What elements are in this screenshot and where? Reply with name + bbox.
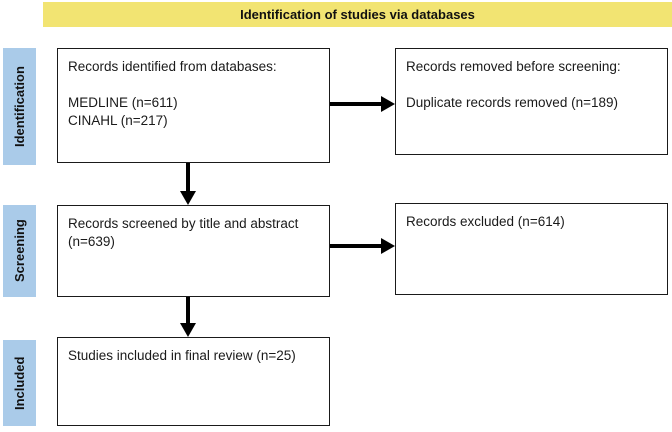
arrow-down-icon (180, 191, 196, 205)
diagram-title: Identification of studies via databases (240, 7, 475, 22)
arrow-identified-to-removed-line (330, 102, 382, 106)
diagram-title-banner: Identification of studies via databases (43, 2, 672, 27)
stage-label-identification: Identification (3, 48, 36, 165)
box-text-line: Records identified from databases: (68, 59, 277, 74)
stage-label-included: Included (3, 340, 36, 426)
arrow-down-icon (180, 323, 196, 337)
box-text-line: CINAHL (n=217) (68, 113, 168, 128)
box-text-line (406, 76, 657, 94)
arrow-screened-to-included-line (186, 297, 190, 324)
box-text-line: Records screened by title and abstract (… (68, 216, 299, 249)
stage-label-screening: Screening (3, 205, 36, 297)
arrow-identified-to-screened-line (186, 163, 190, 192)
box-text-line: Records removed before screening: (406, 59, 621, 74)
box-records-screened: Records screened by title and abstract (… (57, 205, 330, 297)
box-text-line: MEDLINE (n=611) (68, 95, 178, 110)
box-records-identified: Records identified from databases: MEDLI… (57, 48, 330, 163)
arrow-right-icon (381, 238, 395, 254)
box-text-line (68, 76, 319, 94)
arrow-screened-to-excluded-line (330, 244, 382, 248)
box-studies-included: Studies included in final review (n=25) (57, 337, 330, 426)
box-text-line: Studies included in final review (n=25) (68, 348, 296, 363)
arrow-right-icon (381, 96, 395, 112)
box-records-removed: Records removed before screening: Duplic… (395, 48, 668, 155)
box-text-line: Duplicate records removed (n=189) (406, 95, 618, 110)
box-records-excluded: Records excluded (n=614) (395, 203, 668, 295)
box-text-line: Records excluded (n=614) (406, 214, 565, 229)
